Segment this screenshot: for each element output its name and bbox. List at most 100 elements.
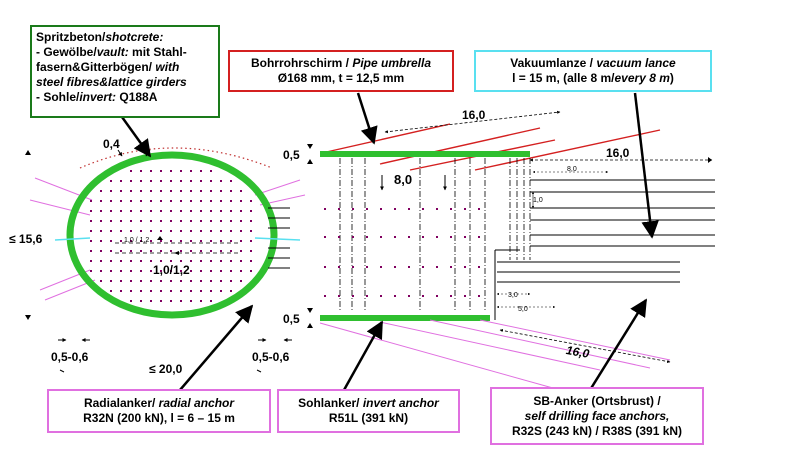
bolt-dot [220, 260, 222, 262]
bolt-dot-grid [90, 170, 252, 302]
bolt-dot [150, 300, 152, 302]
bolt-dot [100, 200, 102, 202]
vault-label-en: vault: [96, 45, 129, 59]
outer-dotted-contour [79, 147, 273, 169]
shotcrete-title: Spritzbeton/ [36, 30, 106, 44]
bolt-dot [210, 190, 212, 192]
bolt-dot [180, 300, 182, 302]
long-dot [338, 295, 340, 297]
long-dot [464, 266, 466, 268]
bolt-dot [220, 210, 222, 212]
bolt-dot [110, 230, 112, 232]
bolt-dot [150, 290, 152, 292]
bolt-dot [140, 240, 142, 242]
bolt-dot [150, 180, 152, 182]
long-dot [450, 295, 452, 297]
dim-height: ≤ 15,6 [9, 232, 43, 246]
vacuum-lance-title: Vakuumlanze / [510, 56, 597, 70]
bolt-dot [240, 250, 242, 252]
bolt-dot [170, 170, 172, 172]
bolt-dot [220, 220, 222, 222]
bolt-dot [230, 250, 232, 252]
bolt-dot [120, 270, 122, 272]
bolt-dot [190, 170, 192, 172]
shotcrete-box: Spritzbeton/shotcrete: - Gewölbe/vault: … [30, 25, 220, 118]
vault-fibres: fasern&Gitterbögen/ [36, 60, 156, 74]
long-dot [464, 208, 466, 210]
bolt-dot [200, 190, 202, 192]
vault-text: mit Stahl- [128, 45, 187, 59]
bolt-dot [190, 250, 192, 252]
dim-invert-offset: 0,5 [283, 312, 300, 326]
bolt-dot [180, 210, 182, 212]
dim-face-anchor-length: 16,0 [606, 146, 630, 160]
bolt-dot [140, 220, 142, 222]
vault-fibres-en: steel fibres&lattice girders [36, 75, 187, 89]
dim-width: ≤ 20,0 [149, 362, 183, 376]
bolt-dot [200, 240, 202, 242]
bolt-dot [170, 230, 172, 232]
dim-left-side: 0,5-0,6 [51, 350, 89, 364]
bolt-dot [150, 240, 152, 242]
bolt-dot [240, 260, 242, 262]
long-dot [352, 266, 354, 268]
face-anchor-title: SB-Anker (Ortsbrust) / [533, 394, 661, 408]
dim-crown-offset: 0,5 [283, 148, 300, 162]
bolt-dot [110, 240, 112, 242]
long-dot [352, 295, 354, 297]
vacuum-lance-box: Vakuumlanze / vacuum lance l = 15 m, (al… [474, 50, 712, 92]
bolt-dot [120, 220, 122, 222]
bolt-dot [240, 220, 242, 222]
bolt-dot [150, 280, 152, 282]
radial-anchor-title-en: radial anchor [158, 396, 235, 410]
bolt-dot [150, 220, 152, 222]
bolt-dot [210, 170, 212, 172]
bolt-dot [180, 220, 182, 222]
bolt-dot [140, 210, 142, 212]
bolt-dot [180, 230, 182, 232]
bolt-dot [230, 260, 232, 262]
bolt-dot [210, 300, 212, 302]
bolt-dot [200, 170, 202, 172]
long-dot [380, 295, 382, 297]
bolt-dot [100, 230, 102, 232]
bolt-dot [140, 270, 142, 272]
bolt-dot [170, 190, 172, 192]
long-dot [464, 295, 466, 297]
invert-anchor-lines [319, 319, 671, 391]
bolt-dot [110, 290, 112, 292]
bolt-dot [200, 210, 202, 212]
bolt-dot [220, 180, 222, 182]
pipe-umbrella-title-en: Pipe umbrella [352, 56, 432, 70]
bolt-dot [90, 270, 92, 272]
bolt-dot [180, 180, 182, 182]
bolt-dot [90, 210, 92, 212]
bolt-dot [240, 190, 242, 192]
dim-umbrella-length: 16,0 [462, 108, 486, 122]
long-dot [352, 208, 354, 210]
dim-face-small-3: 3,0 [508, 292, 518, 299]
bolt-dot [130, 180, 132, 182]
bolt-dot [210, 290, 212, 292]
bolt-dot [230, 220, 232, 222]
face-anchor-lines [497, 179, 715, 283]
bolt-dot [190, 230, 192, 232]
bolt-dot [160, 240, 162, 242]
bolt-dot [230, 290, 232, 292]
dim-face-small-1: 1,0 [533, 197, 543, 204]
bolt-dot [220, 200, 222, 202]
bolt-dot [220, 290, 222, 292]
bolt-dot [170, 180, 172, 182]
long-dot [338, 266, 340, 268]
bolt-dot [120, 260, 122, 262]
vertical-lines [339, 158, 531, 312]
bolt-dot [210, 250, 212, 252]
bolt-dot [170, 300, 172, 302]
bolt-dot [100, 260, 102, 262]
bolt-dot [250, 200, 252, 202]
long-dot [436, 236, 438, 238]
bolt-dot [130, 260, 132, 262]
bolt-dot [240, 200, 242, 202]
long-dot [324, 236, 326, 238]
bolt-dot [140, 170, 142, 172]
